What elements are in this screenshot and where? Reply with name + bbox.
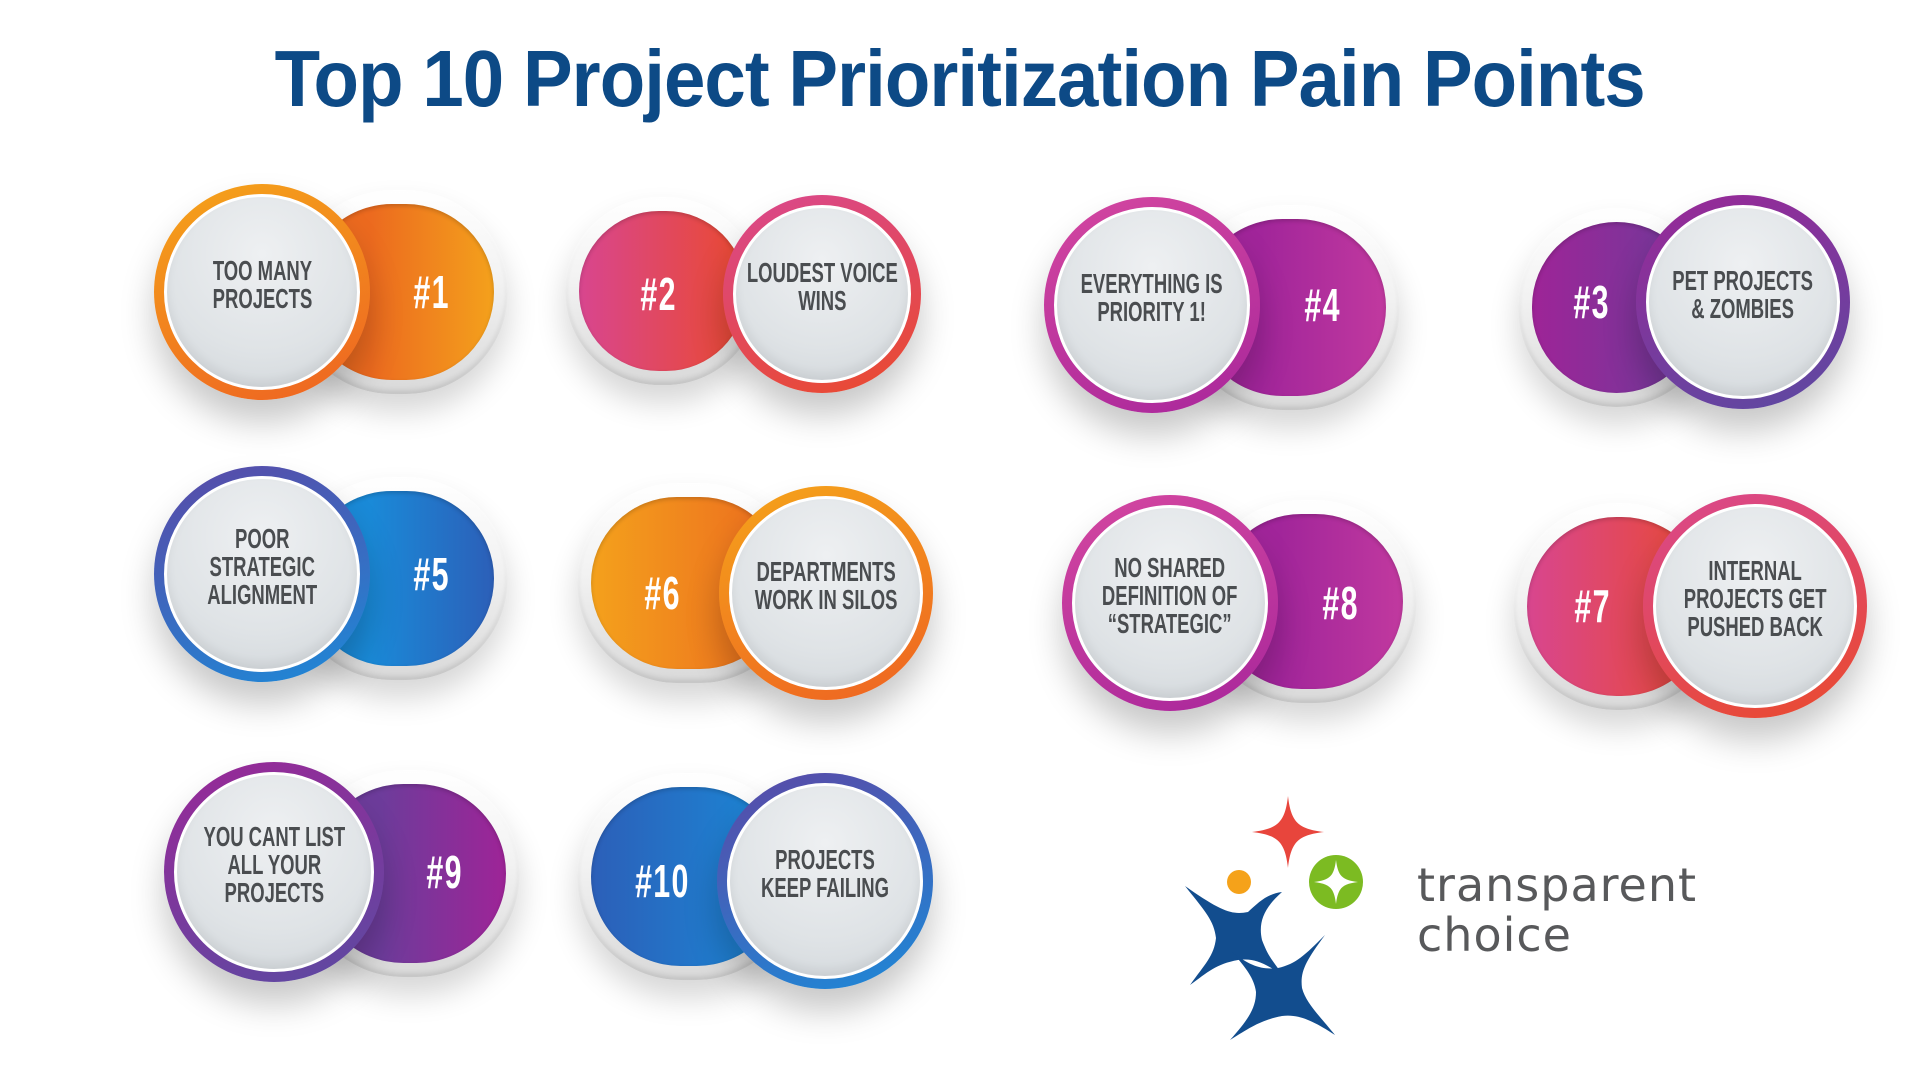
label-line: & ZOMBIES xyxy=(1691,293,1795,324)
rank-number: #3 xyxy=(1532,272,1652,332)
orange-dot-icon xyxy=(1227,870,1251,894)
label-line: INTERNAL xyxy=(1708,555,1802,586)
label-line: PROJECTS xyxy=(775,844,875,875)
rank-number: #8 xyxy=(1281,573,1401,633)
rank-number-text: #9 xyxy=(426,846,464,898)
rank-number: #9 xyxy=(385,842,505,902)
rank-number: #10 xyxy=(602,851,722,911)
label-line: ALIGNMENT xyxy=(207,579,317,610)
label-line: KEEP FAILING xyxy=(760,872,890,903)
label-line: TOO MANY xyxy=(212,255,312,286)
logo-mark-icon xyxy=(1185,796,1363,1040)
rank-number: #7 xyxy=(1533,576,1653,636)
label-line: “STRATEGIC” xyxy=(1108,608,1232,639)
logo xyxy=(1170,780,1730,1040)
logo-line-1: transparent xyxy=(1417,858,1698,912)
blue-star-lower-icon xyxy=(1230,935,1335,1040)
label-line: NO SHARED xyxy=(1114,552,1226,583)
label-line: PUSHED BACK xyxy=(1687,611,1823,642)
label-line: POOR xyxy=(234,523,290,554)
page-title-text: Top 10 Project Prioritization Pain Point… xyxy=(274,34,1646,123)
blue-star-upper-icon xyxy=(1185,886,1283,985)
rank-number: #1 xyxy=(372,262,492,322)
label-line: YOU CANT LIST xyxy=(203,821,345,852)
label-line: DEFINITION OF xyxy=(1102,580,1238,611)
pain-point-label: PET PROJECTS& ZOMBIES xyxy=(1673,267,1814,323)
label-line: STRATEGIC xyxy=(209,551,315,582)
pill-track xyxy=(579,211,746,371)
rank-number-text: #1 xyxy=(413,266,451,318)
label-line: ALL YOUR xyxy=(227,849,321,880)
rank-number-text: #5 xyxy=(413,548,451,600)
label-line: LOUDEST VOICE xyxy=(746,257,898,288)
rank-number: #5 xyxy=(372,544,492,604)
rank-number-text: #2 xyxy=(640,268,678,320)
label-line: PROJECTS GET xyxy=(1683,583,1827,614)
rank-number-text: #6 xyxy=(644,567,682,619)
logo-wordmark: transparent choice xyxy=(1417,860,1697,960)
label-circle: PET PROJECTS& ZOMBIES xyxy=(1646,205,1840,399)
label-line: PROJECTS xyxy=(212,283,312,314)
rank-number: #6 xyxy=(603,563,723,623)
label-line: WINS xyxy=(797,285,847,316)
rank-number-text: #4 xyxy=(1304,279,1342,331)
label-line: PROJECTS xyxy=(224,877,324,908)
red-star-icon xyxy=(1252,796,1324,868)
label-line: EVERYTHING IS xyxy=(1080,268,1224,299)
logo-line-2: choice xyxy=(1417,908,1572,962)
rank-number: #4 xyxy=(1263,275,1383,335)
rank-number: #2 xyxy=(599,264,719,324)
label-line: WORK IN SILOS xyxy=(754,584,898,615)
label-line: PET PROJECTS xyxy=(1672,265,1814,296)
rank-number-text: #7 xyxy=(1574,580,1612,632)
label-line: PRIORITY 1! xyxy=(1097,296,1207,327)
rank-number-text: #10 xyxy=(634,855,690,907)
rank-number-text: #8 xyxy=(1322,577,1359,629)
rank-number-text: #3 xyxy=(1573,276,1611,328)
label-line: DEPARTMENTS xyxy=(756,556,896,587)
page-title: Top 10 Project Prioritization Pain Point… xyxy=(0,34,1920,124)
